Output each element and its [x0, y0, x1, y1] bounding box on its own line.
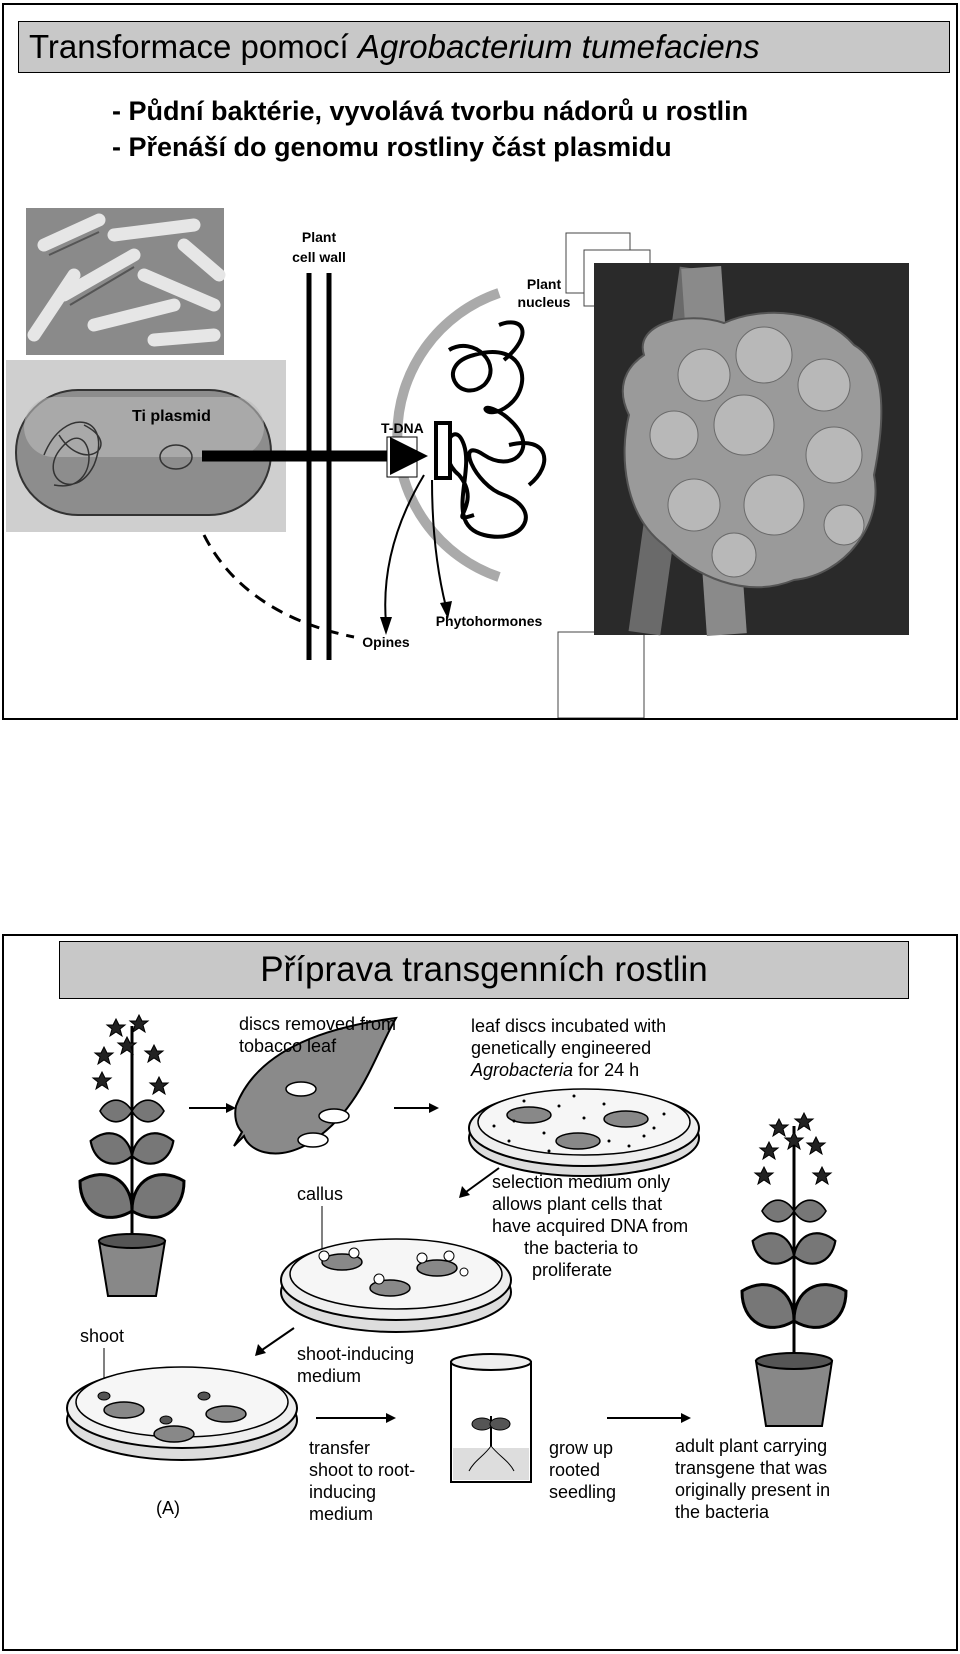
transfer-label-3: inducing: [309, 1482, 376, 1502]
tobacco-plant-adult: [730, 1112, 858, 1427]
bacterium-panel: Ti plasmid: [6, 360, 286, 532]
plant-nucleus-envelope: [392, 288, 501, 582]
shoot-medium-label-1: shoot-inducing: [297, 1344, 414, 1364]
transgenic-workflow-figure: discs removed from tobacco leaf leaf dis…: [66, 1014, 858, 1524]
title-main: Transformace pomocí: [29, 28, 358, 65]
selection-label-2: allows plant cells that: [492, 1194, 662, 1214]
agrobacterium-diagram: Ti plasmid Plant cell wall Plant nucleus…: [6, 208, 909, 718]
nucleus-label-1: Plant: [527, 276, 562, 292]
grow-label-1: grow up: [549, 1438, 613, 1458]
adult-label-4: the bacteria: [675, 1502, 770, 1522]
bullet-list: - Půdní baktérie, vyvolává tvorbu nádorů…: [112, 93, 748, 165]
slide-title: Transformace pomocí Agrobacterium tumefa…: [19, 22, 949, 72]
incubated-label-1: leaf discs incubated with: [471, 1016, 666, 1036]
bullet-item: - Přenáší do genomu rostliny část plasmi…: [112, 132, 672, 162]
opines-arrowhead: [380, 617, 392, 635]
selection-label-4: the bacteria to: [524, 1238, 638, 1258]
incubated-label-3-italic: Agrobacteria: [470, 1060, 573, 1080]
transfer-label-2: shoot to root-: [309, 1460, 415, 1480]
selection-label-3: have acquired DNA from: [492, 1216, 688, 1236]
plant-chromosome: [444, 343, 528, 539]
shoot-medium-label-2: medium: [297, 1366, 361, 1386]
cell-wall-label-1: Plant: [302, 229, 337, 245]
adult-label-3: originally present in: [675, 1480, 830, 1500]
tobacco-plant-start: [68, 1014, 196, 1297]
transfer-arrow: [202, 436, 428, 478]
incubated-label-3-rest: for 24 h: [573, 1060, 639, 1080]
discs-removed-label-1: discs removed from: [239, 1014, 396, 1034]
phytohormones-label: Phytohormones: [436, 613, 543, 629]
shoot-label: shoot: [80, 1326, 124, 1346]
opines-dashed-arrow: [202, 534, 355, 639]
selection-label-1: selection medium only: [492, 1172, 670, 1192]
callus-label: callus: [297, 1184, 343, 1204]
discs-removed-label-2: tobacco leaf: [239, 1036, 337, 1056]
slide-title-bar: Příprava transgenních rostlin: [59, 941, 909, 999]
petri-dish-agrobacteria: [468, 1088, 700, 1177]
petri-dish-shoot: [66, 1366, 298, 1461]
slide-title: Příprava transgenních rostlin: [260, 950, 708, 989]
t-dna-label: T-DNA: [381, 420, 424, 436]
transfer-label-1: transfer: [309, 1438, 370, 1458]
title-italic: Agrobacterium tumefaciens: [357, 28, 760, 65]
incubated-label-3: Agrobacteria for 24 h: [470, 1060, 639, 1080]
transfer-label-4: medium: [309, 1504, 373, 1524]
tobacco-leaf-with-discs: [233, 1016, 398, 1155]
grow-label-3: seedling: [549, 1482, 616, 1502]
panel-label: (A): [156, 1498, 180, 1518]
adult-label-1: adult plant carrying: [675, 1436, 827, 1456]
bacteria-sem-photo: [26, 208, 226, 355]
adult-label-2: transgene that was: [675, 1458, 827, 1478]
petri-dish-callus: [280, 1238, 512, 1333]
bullet-item: - Půdní baktérie, vyvolává tvorbu nádorů…: [112, 96, 749, 126]
cell-wall: Plant cell wall: [292, 229, 346, 660]
phytohormones-arrowhead: [440, 601, 452, 619]
slide-agrobacterium: Transformace pomocí Agrobacterium tumefa…: [2, 3, 958, 720]
rooting-jar: [450, 1353, 532, 1483]
nucleus-label-2: nucleus: [518, 294, 571, 310]
t-dna-insert: [434, 421, 452, 480]
incubated-label-2: genetically engineered: [471, 1038, 651, 1058]
slide-title-bar: Transformace pomocí Agrobacterium tumefa…: [18, 21, 950, 73]
selection-label-5: proliferate: [532, 1260, 612, 1280]
grow-label-2: rooted: [549, 1460, 600, 1480]
crown-gall-photo: [594, 263, 909, 636]
slide-transgenic-plants: Příprava transgenních rostlin: [2, 934, 958, 1651]
ti-plasmid-label: Ti plasmid: [132, 408, 211, 425]
opines-label: Opines: [362, 634, 410, 650]
cell-wall-label-2: cell wall: [292, 249, 346, 265]
